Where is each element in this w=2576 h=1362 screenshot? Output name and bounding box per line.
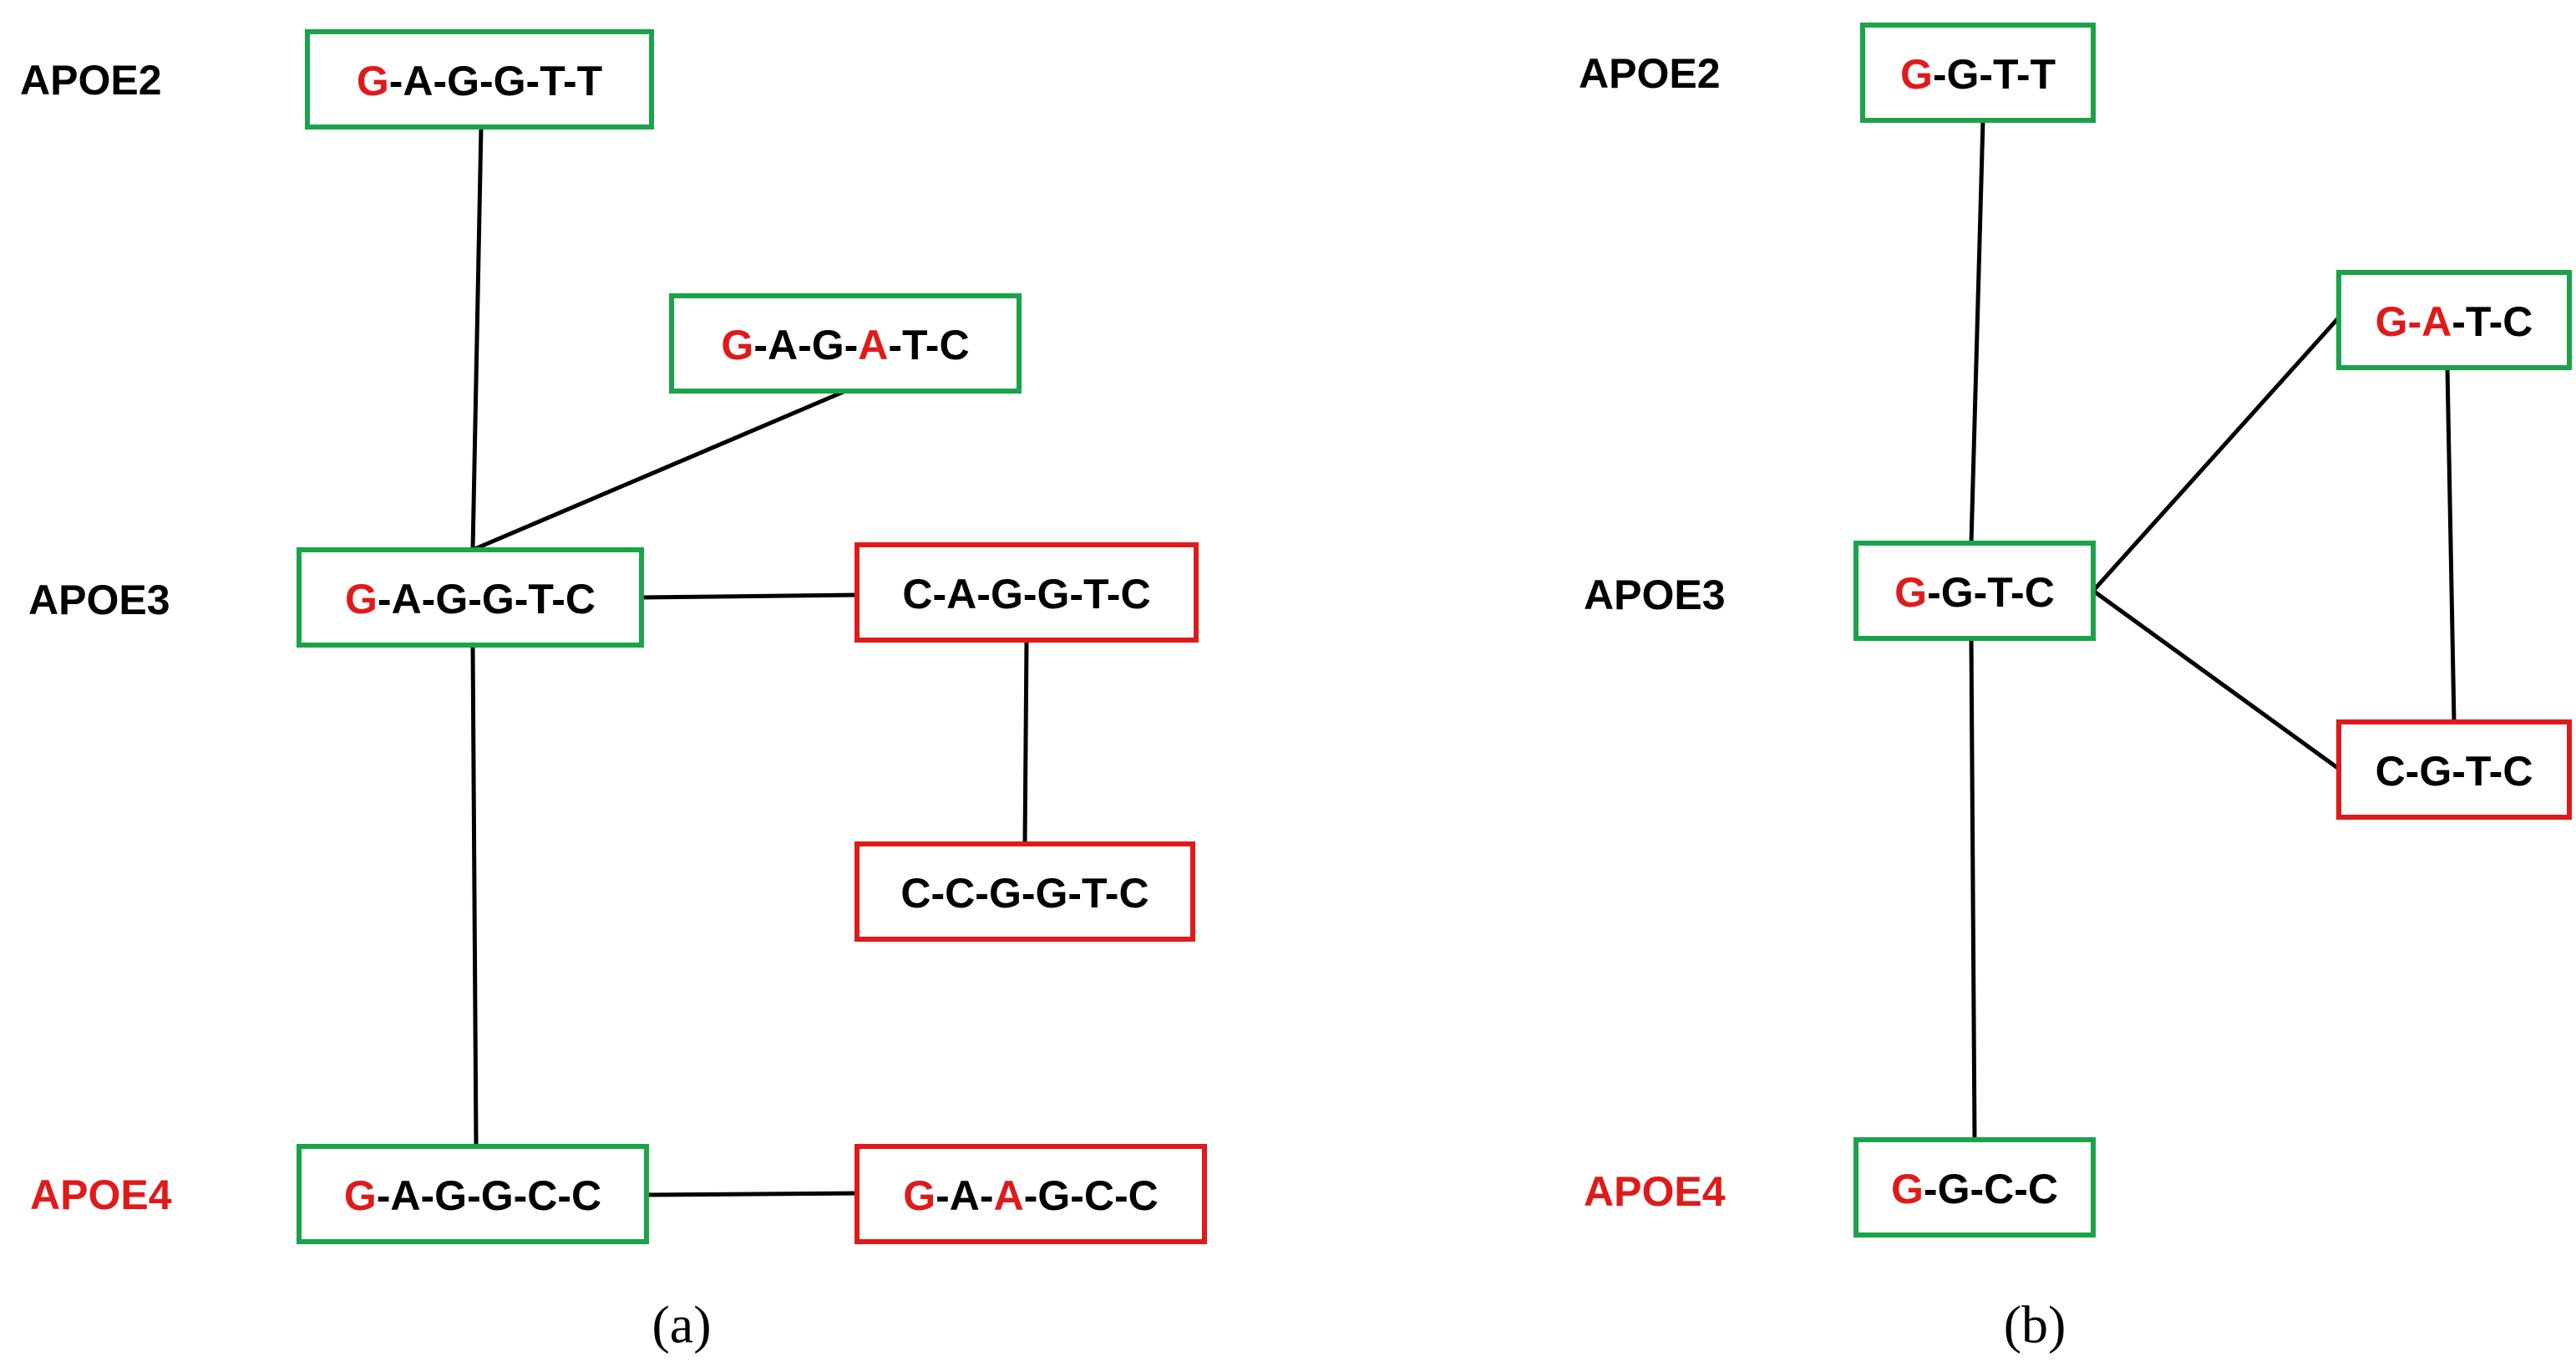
highlighted-base: G: [1900, 51, 1933, 98]
sequence-segment: C-A-G-G-T-C: [902, 571, 1150, 617]
group-label-apoe4: APOE4: [30, 1171, 172, 1218]
haplotype-node-a1: G-A-G-G-T-T: [305, 29, 654, 130]
highlighted-base: G: [345, 576, 378, 623]
haplotype-node-a5: C-C-G-G-T-C: [854, 841, 1195, 942]
edge-a3-a4: [641, 592, 858, 600]
panel-label-b: (b): [2004, 1295, 2066, 1354]
haplotype-node-b3: G-G-T-C: [1853, 541, 2096, 641]
haplotype-node-b2: G-A-T-C: [2336, 270, 2572, 370]
node-box: [2336, 270, 2572, 370]
edge-b1-b3: [1969, 119, 1985, 544]
edge-a3-a6: [470, 644, 479, 1147]
edge-b3-b2: [2092, 316, 2340, 592]
node-box: [297, 547, 644, 648]
highlighted-base: G: [344, 1172, 377, 1219]
node-sequence-label: C-C-G-G-T-C: [900, 870, 1149, 917]
node-sequence-label: G-A-G-G-T-T: [357, 58, 602, 104]
node-box: [1860, 23, 2096, 123]
sequence-segment: -G-C-C: [1024, 1172, 1159, 1219]
edge-b3-b4: [2092, 588, 2340, 771]
node-sequence-label: C-A-G-G-T-C: [902, 571, 1150, 617]
node-box: [305, 29, 654, 130]
sequence-segment: C-C-G-G-T-C: [900, 870, 1149, 917]
sequence-segment: -T-C: [2452, 298, 2533, 345]
node-sequence-label: G-A-A-G-C-C: [903, 1172, 1159, 1219]
edge-a2-a3: [472, 389, 846, 552]
highlighted-base: G: [1894, 569, 1927, 616]
sequence-segment: -A-G-G-T-T: [389, 58, 602, 104]
node-sequence-label: G-G-T-C: [1894, 569, 2055, 616]
haplotype-node-b5: G-G-C-C: [1853, 1137, 2096, 1237]
node-sequence-label: G-A-G-G-T-C: [345, 576, 596, 623]
edge-b3-b5: [1969, 638, 1977, 1141]
group-label-apoe2: APOE2: [1579, 50, 1721, 97]
haplotype-node-b1: G-G-T-T: [1860, 23, 2096, 123]
node-box: [854, 1144, 1207, 1244]
node-box: [1853, 541, 2096, 641]
node-sequence-label: C-G-T-C: [2376, 748, 2533, 795]
node-box: [854, 542, 1199, 643]
haplotype-node-a6: G-A-G-G-C-C: [297, 1144, 649, 1244]
haplotype-node-a4: C-A-G-G-T-C: [854, 542, 1199, 643]
node-box: [854, 841, 1195, 942]
group-label-apoe3: APOE3: [28, 577, 170, 623]
highlighted-base: G: [721, 322, 753, 368]
node-sequence-label: G-A-T-C: [2376, 298, 2533, 345]
sequence-segment: -T-C: [888, 322, 969, 368]
highlighted-base: G-A: [2376, 298, 2452, 345]
edge-b2-b4: [2445, 367, 2457, 723]
node-sequence-label: G-G-C-C: [1891, 1166, 2058, 1212]
edge-a1-a3: [470, 126, 484, 551]
node-box: [297, 1144, 649, 1244]
highlighted-base: G: [1891, 1166, 1924, 1212]
edge-a6-a7: [646, 1191, 858, 1197]
haplotype-node-a7: G-A-A-G-C-C: [854, 1144, 1207, 1244]
highlighted-base: A: [858, 322, 888, 368]
node-sequence-label: G-G-T-T: [1900, 51, 2056, 98]
highlighted-base: G: [357, 58, 389, 104]
node-sequence-label: G-A-G-G-C-C: [344, 1172, 601, 1219]
sequence-segment: -G-T-C: [1927, 569, 2055, 616]
node-box: [669, 293, 1022, 394]
panel-label-a: (a): [652, 1295, 711, 1354]
sequence-segment: C-G-T-C: [2376, 748, 2533, 795]
node-box: [2336, 719, 2572, 820]
group-label-apoe3: APOE3: [1584, 572, 1726, 618]
node-box: [1853, 1137, 2096, 1237]
sequence-segment: -G-C-C: [1924, 1166, 2058, 1212]
highlighted-base: G: [903, 1172, 936, 1219]
edge-a4-a5: [1022, 639, 1029, 845]
haplotype-node-b4: C-G-T-C: [2336, 719, 2572, 820]
sequence-segment: -A-G-: [753, 322, 858, 368]
haplotype-node-a2: G-A-G-A-T-C: [669, 293, 1022, 394]
node-sequence-label: G-A-G-A-T-C: [721, 322, 969, 368]
group-label-apoe2: APOE2: [20, 57, 162, 104]
haplotype-node-a3: G-A-G-G-T-C: [297, 547, 644, 648]
sequence-segment: -G-T-T: [1933, 51, 2056, 98]
sequence-segment: -A-G-G-C-C: [377, 1172, 601, 1219]
highlighted-base: A: [994, 1172, 1024, 1219]
group-label-apoe4: APOE4: [1584, 1168, 1726, 1215]
sequence-segment: -A-G-G-T-C: [378, 576, 596, 623]
edges-layer: [470, 119, 2457, 1197]
sequence-segment: -A-: [936, 1172, 993, 1219]
